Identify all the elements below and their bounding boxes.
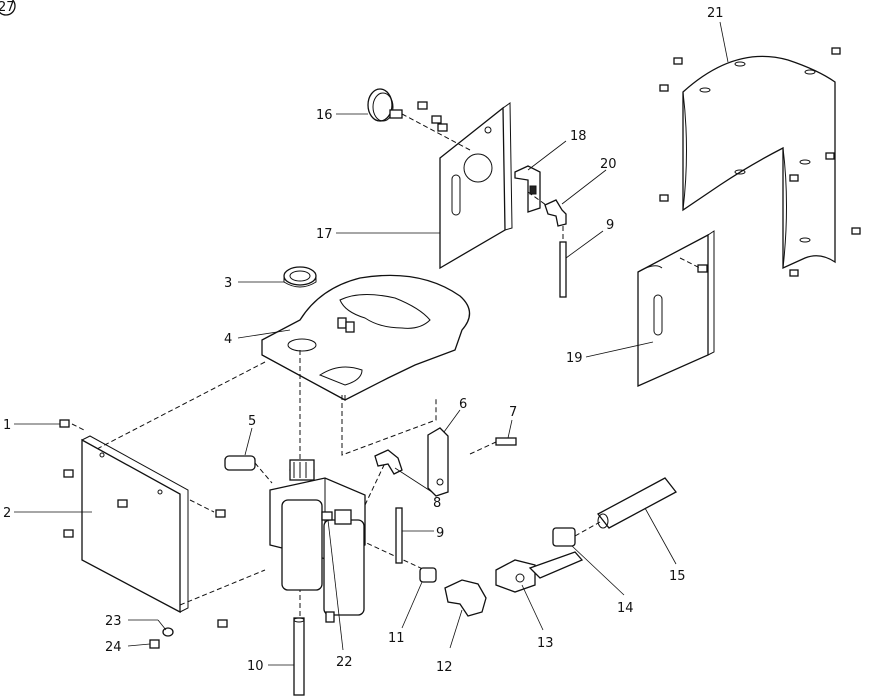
part-17-gauge-plate (439, 102, 513, 270)
callout-7: 7 (509, 405, 517, 420)
part-21-curved-shroud (682, 55, 836, 270)
part-16-pressure-gauge (367, 88, 471, 151)
part-4-base-plate (261, 274, 471, 401)
callout-22: 22 (336, 655, 353, 670)
part-13-ball-valve (495, 551, 584, 593)
callout-15: 15 (669, 569, 686, 584)
part-19-side-plate (637, 230, 715, 387)
part-9-upper-tube (559, 226, 567, 298)
part-3-grommet (283, 266, 317, 288)
callout-6: 6 (459, 397, 467, 412)
callout-5: 5 (248, 414, 256, 429)
figure-number-badge: 27 (0, 0, 16, 16)
part-6-bracket (427, 427, 449, 497)
part-8-elbow (374, 449, 403, 475)
callout-10: 10 (247, 659, 264, 674)
part-20-elbow-fitting (527, 191, 567, 227)
figure-number: 27 (0, 0, 15, 15)
callout-8: 8 (433, 496, 441, 511)
callout-labels: 1 2 3 4 5 6 7 8 9 9 10 11 12 13 14 15 16… (3, 6, 724, 675)
alignment-lines (94, 350, 437, 640)
leader-lines (14, 21, 729, 666)
panel-screws (59, 419, 228, 628)
part-12-elbow (444, 579, 487, 617)
callout-2: 2 (3, 506, 11, 521)
part-2-front-panel (81, 435, 189, 614)
callout-16: 16 (316, 108, 333, 123)
part-24-nut (149, 639, 160, 649)
callout-4: 4 (224, 332, 232, 347)
callout-14: 14 (617, 601, 634, 616)
callout-23: 23 (105, 614, 122, 629)
part-18-small-bracket (514, 165, 541, 213)
part-7-bolt (469, 437, 517, 455)
callout-19: 19 (566, 351, 583, 366)
callout-9-lower: 9 (436, 526, 444, 541)
part-9-lower-tube (395, 507, 403, 564)
callout-1: 1 (3, 418, 11, 433)
callout-18: 18 (570, 129, 587, 144)
part-5-fitting (224, 455, 273, 484)
gauge-screws (417, 101, 448, 132)
callout-21: 21 (707, 6, 724, 21)
part-14-fitting (552, 521, 601, 547)
part-11-nipple (419, 567, 437, 583)
shroud-screws (659, 47, 861, 277)
callout-20: 20 (600, 157, 617, 172)
callout-9-upper: 9 (606, 218, 614, 233)
callout-24: 24 (105, 640, 122, 655)
part-22-drain (325, 611, 335, 623)
part-10-tube (293, 617, 305, 696)
callout-13: 13 (537, 636, 554, 651)
part-15-hose (597, 477, 677, 529)
part-23-washer (162, 627, 174, 637)
callout-11: 11 (388, 631, 405, 646)
callout-12: 12 (436, 660, 453, 675)
callout-17: 17 (316, 227, 333, 242)
callout-3: 3 (224, 276, 232, 291)
filter-regulator-assembly (269, 459, 366, 616)
